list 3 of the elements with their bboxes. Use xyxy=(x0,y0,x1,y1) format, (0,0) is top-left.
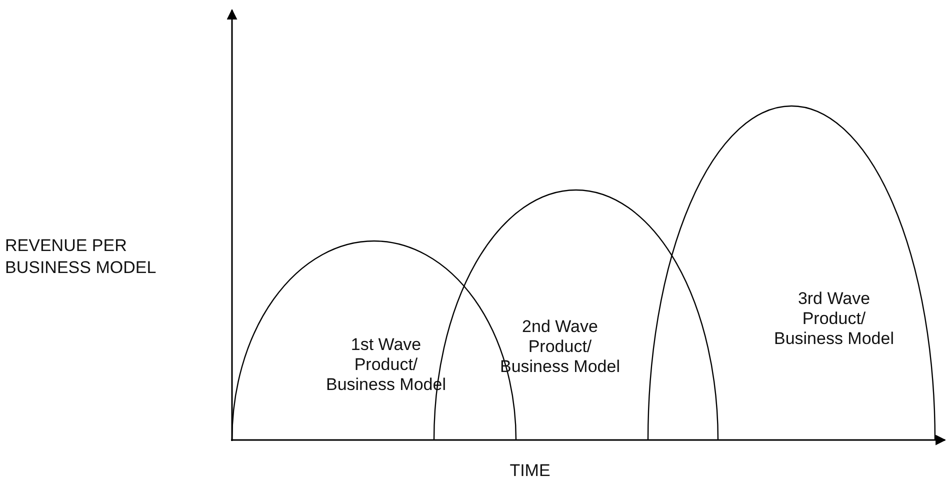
axis-title: TIME xyxy=(508,460,552,482)
wave-label: 3rd Wave Product/ Business Model xyxy=(772,289,895,349)
axis-title: REVENUE PER BUSINESS MODEL xyxy=(5,235,158,279)
